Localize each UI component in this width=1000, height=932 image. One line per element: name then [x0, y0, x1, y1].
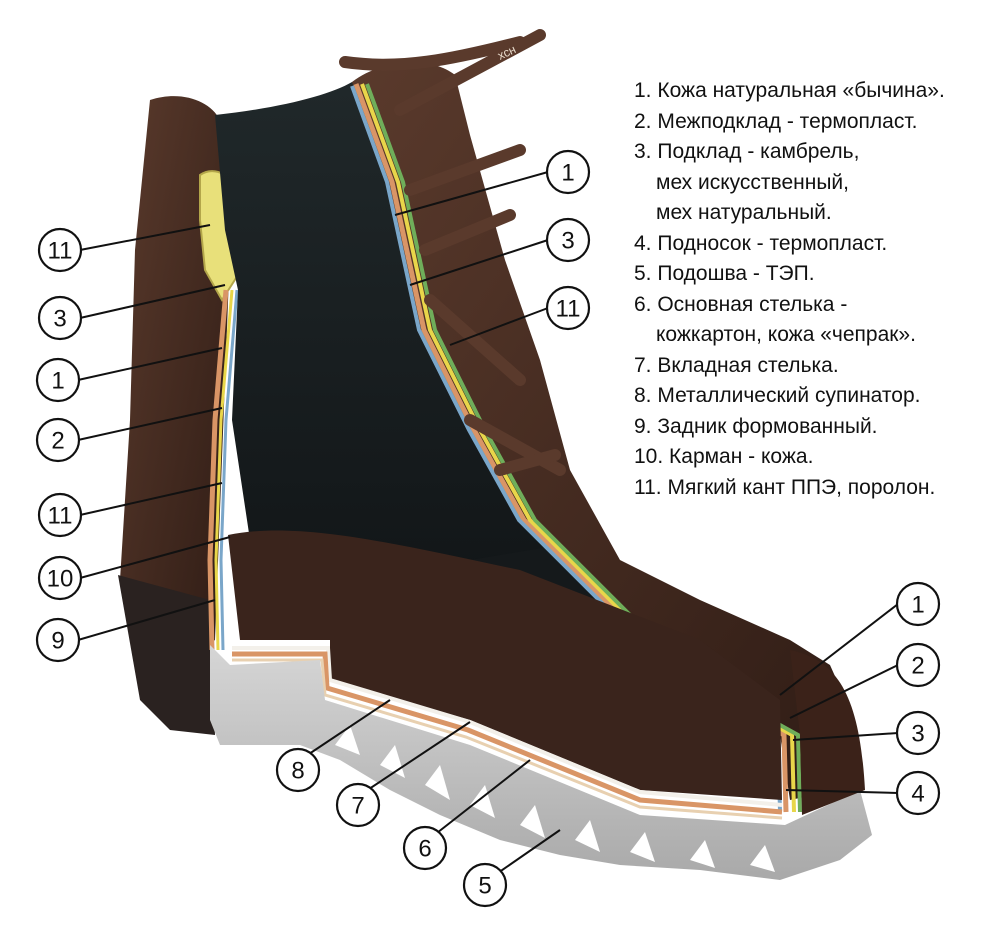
laces	[339, 29, 566, 476]
callout-label: 8	[291, 758, 304, 785]
callout-label: 11	[48, 503, 73, 530]
legend-item-3-cont: мех искусственный,	[656, 170, 849, 194]
callout-label: 10	[47, 566, 74, 593]
callout-sole-7	[335, 782, 381, 828]
back-wall-layer-yellow	[214, 289, 234, 651]
callout-toe-2	[895, 642, 941, 688]
callout-toe-3	[895, 710, 941, 756]
legend-item-8: 8. Металлический супинатор.	[634, 384, 921, 407]
callouts	[35, 149, 941, 908]
callout-left-10	[37, 555, 83, 601]
callout-left-11-bottom	[37, 492, 83, 538]
inner-lining	[215, 82, 560, 578]
callout-label: 11	[48, 238, 73, 265]
callout-label: 7	[351, 793, 364, 820]
callout-label: 1	[51, 368, 64, 395]
callout-upper-11	[545, 285, 591, 331]
legend-item-1: 1. Кожа натуральная «бычина».	[634, 79, 945, 102]
callout-label: 2	[51, 428, 64, 455]
back-wall-layers	[207, 289, 229, 651]
legend: 1. Кожа натуральная «бычина». 2. Межподк…	[634, 76, 994, 503]
callout-sole-6	[402, 825, 448, 871]
insole-layer-white	[232, 646, 783, 807]
callout-sole-5	[462, 862, 508, 908]
callout-label: 1	[911, 592, 924, 619]
legend-item-5: 5. Подошва - ТЭП.	[634, 262, 815, 285]
insole-layer-orange	[232, 651, 783, 815]
legend-item-3: 3. Подклад - камбрель,	[634, 140, 860, 163]
callout-left-3	[37, 295, 83, 341]
legend-item-6: 6. Основная стелька -	[634, 292, 848, 316]
callout-left-9	[35, 617, 81, 663]
callout-labels: 11 3 1 2 11 10 9 1 3 11 1 2 3 4 8 7 6 5	[47, 160, 925, 900]
boot-front-leather	[352, 62, 862, 801]
heel-outsole	[118, 575, 215, 735]
callout-label: 11	[556, 296, 581, 323]
legend-item-4: 4. Подносок - термопласт.	[634, 231, 888, 255]
toe-cap	[790, 650, 865, 815]
callout-toe-1	[895, 581, 941, 627]
callout-label: 2	[911, 653, 924, 680]
callout-label: 4	[911, 781, 924, 808]
leader-lines	[77, 171, 899, 876]
legend-item-10: 10. Карман - кожа.	[634, 445, 814, 468]
callout-left-11-top	[37, 227, 83, 273]
callout-label: 6	[418, 836, 431, 863]
callout-label: 9	[51, 628, 64, 655]
legend-item-11: 11. Мягкий кант ППЭ, поролон.	[634, 475, 936, 499]
legend-item-7: 7. Вкладная стелька.	[634, 353, 839, 377]
callout-toe-4	[895, 770, 941, 816]
insole-layer-tan	[232, 658, 783, 820]
legend-item-6-cont: кожкартон, кожа «чепрак».	[656, 323, 916, 346]
callout-label: 5	[478, 873, 491, 900]
callout-sole-8	[275, 747, 321, 793]
callout-label: 3	[911, 721, 924, 748]
callout-left-2	[35, 417, 81, 463]
callout-label: 3	[561, 228, 574, 255]
callout-label: 3	[53, 306, 66, 333]
callout-label: 1	[561, 160, 574, 187]
callout-left-1	[35, 357, 81, 403]
legend-item-3-cont: мех натуральный.	[656, 201, 832, 224]
back-wall-layer-blue	[219, 289, 239, 651]
outsole	[210, 645, 872, 880]
legend-item-2: 2. Межподклад - термопласт.	[634, 109, 918, 133]
callout-upper-1	[545, 149, 591, 195]
footbed	[228, 530, 782, 800]
callout-upper-3	[545, 217, 591, 263]
legend-item-9: 9. Задник формованный.	[634, 414, 878, 438]
